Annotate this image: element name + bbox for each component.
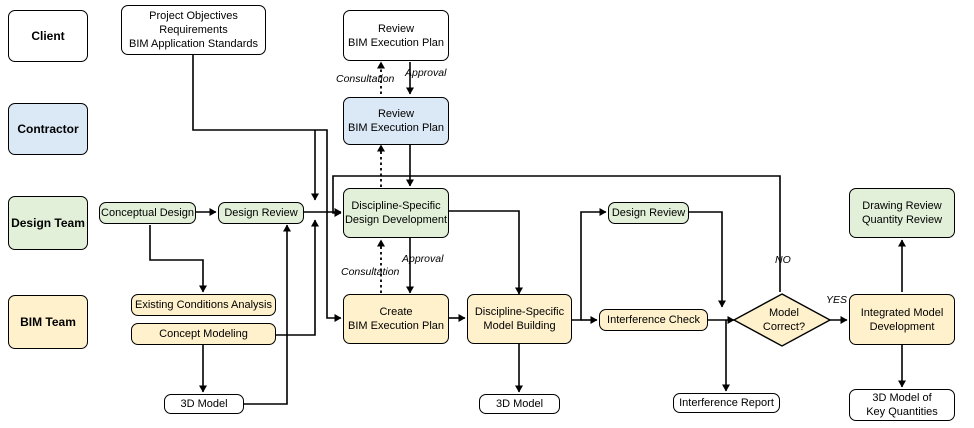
create-bep-box: Create BIM Execution Plan [343, 294, 449, 344]
existing-conditions-box: Existing Conditions Analysis [131, 294, 276, 316]
yes-label: YES [826, 294, 848, 306]
key-quantities-line-1: 3D Model of [872, 392, 932, 404]
lane-design-team: Design Team [8, 196, 88, 250]
client-review-bep-box: Review BIM Execution Plan [343, 10, 449, 61]
concept-modeling-box: Concept Modeling [131, 323, 276, 345]
drawing-review-line-2: Quantity Review [861, 214, 943, 226]
discipline-model-building-line-2: Model Building [483, 320, 556, 332]
interference-report-box: Interference Report [673, 393, 780, 413]
model-correct-line-2: Correct? [762, 321, 806, 333]
approval-top-label: Approval [405, 67, 447, 79]
discipline-model-building-line-1: Discipline-Specific [474, 306, 565, 318]
integrated-model-line-1: Integrated Model [860, 306, 944, 319]
conceptual-design-box: Conceptual Design [99, 202, 196, 224]
integrated-model-box: Integrated Model Development [849, 294, 955, 345]
drawing-review-line-1: Drawing Review [862, 200, 942, 212]
lane-bim-team-label: BIM Team [20, 315, 76, 329]
interference-report-label: Interference Report [679, 397, 774, 409]
create-bep-line-1: Create [379, 306, 413, 318]
interference-check-box: Interference Check [599, 309, 708, 331]
approval-bottom-label: Approval [402, 253, 444, 265]
design-review-1-box: Design Review [218, 202, 304, 224]
design-review-2-box: Design Review [608, 202, 689, 224]
contractor-review-bep-box: Review BIM Execution Plan [343, 97, 449, 145]
concept-modeling-label: Concept Modeling [159, 328, 248, 340]
discipline-design-dev-line-1: Discipline-Specific [351, 200, 441, 212]
design-review-2-label: Design Review [611, 207, 686, 219]
project-objectives-line-3: BIM Application Standards [128, 38, 259, 50]
no-label: NO [775, 254, 791, 266]
model-correct-label: Model Correct? [744, 306, 824, 334]
lane-bim-team: BIM Team [8, 295, 88, 349]
existing-conditions-label: Existing Conditions Analysis [135, 299, 272, 311]
interference-check-label: Interference Check [607, 314, 700, 326]
key-quantities-line-2: Key Quantities [866, 406, 938, 418]
model-3d-2-label: 3D Model [495, 398, 544, 410]
client-review-bep-line-1: Review [377, 22, 415, 35]
lane-client-label: Client [31, 29, 65, 43]
conceptual-design-label: Conceptual Design [101, 207, 194, 219]
design-review-1-label: Design Review [224, 207, 298, 219]
contractor-review-bep-line-2: BIM Execution Plan [348, 122, 444, 134]
lane-design-team-label: Design Team [11, 216, 85, 230]
discipline-design-dev-line-2: Design Development [344, 214, 448, 226]
model-correct-line-1: Model [769, 307, 799, 319]
lane-client: Client [8, 10, 88, 62]
lane-contractor-label: Contractor [17, 122, 79, 136]
consultation-bottom-label: Consultation [341, 266, 400, 278]
project-objectives-line-2: Requirements [159, 24, 228, 36]
contractor-review-bep-line-1: Review [377, 108, 415, 120]
consultation-top-label: Consultation [336, 73, 395, 85]
lane-contractor: Contractor [8, 103, 88, 155]
key-quantities-box: 3D Model of Key Quantities [849, 389, 955, 421]
model-3d-2-box: 3D Model [479, 394, 560, 414]
discipline-model-building-box: Discipline-Specific Model Building [467, 294, 572, 344]
model-3d-1-label: 3D Model [180, 398, 228, 410]
client-review-bep-line-2: BIM Execution Plan [348, 36, 444, 49]
drawing-review-box: Drawing Review Quantity Review [849, 188, 955, 238]
project-objectives-line-1: Project Objectives [149, 10, 238, 22]
project-objectives-box: Project Objectives Requirements BIM Appl… [121, 5, 266, 55]
discipline-design-dev-box: Discipline-Specific Design Development [343, 188, 449, 238]
create-bep-line-2: BIM Execution Plan [348, 320, 444, 332]
integrated-model-line-2: Development [869, 320, 935, 333]
model-3d-1-box: 3D Model [164, 394, 244, 414]
